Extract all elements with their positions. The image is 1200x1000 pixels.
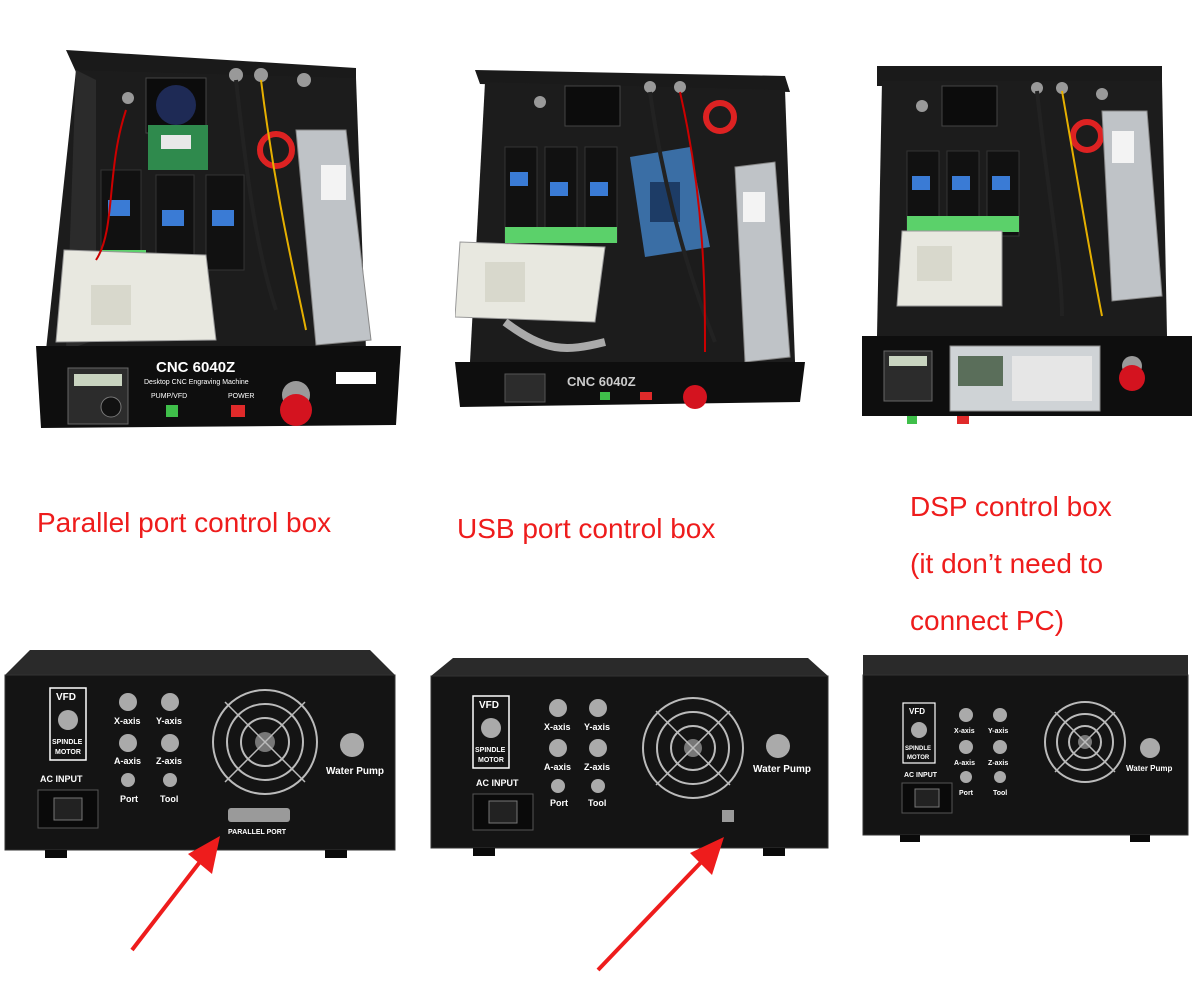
rear-y-axis-label: Y-axis (156, 716, 182, 726)
parallel-caption-text: Parallel port control box (37, 507, 332, 538)
usb-rear-vfd-label: VFD (479, 700, 499, 711)
dsp-caption-line3: connect PC) (910, 605, 1065, 636)
usb-box-rear-photo: VFD SPINDLE MOTOR X-axis Y-axis A-axis Z… (428, 658, 830, 858)
usb-rear-ac-input-label: AC INPUT (476, 778, 519, 788)
dsp-rear-ac-input-label: AC INPUT (904, 772, 938, 779)
dsp-caption-line2: (it don’t need to (910, 548, 1104, 579)
dsp-box-rear-photo: VFD SPINDLE MOTOR X-axis Y-axis A-axis Z… (860, 655, 1192, 845)
usb-arrowhead-icon (690, 837, 724, 875)
rear-ac-input-label: AC INPUT (40, 774, 83, 784)
rear-a-axis-label: A-axis (114, 756, 141, 766)
usb-rear-tool-label: Tool (588, 798, 606, 808)
usb-front-model-label: CNC 6040Z (567, 374, 636, 389)
front-subtitle-label: Desktop CNC Engraving Machine (144, 379, 249, 386)
rear-tool-label: Tool (160, 794, 178, 804)
dsp-box-interior-photo (862, 66, 1192, 431)
usb-rear-x-axis-label: X-axis (544, 722, 571, 732)
usb-rear-a-axis-label: A-axis (544, 762, 571, 772)
rear-x-axis-label: X-axis (114, 716, 141, 726)
usb-arrow-shaft (596, 853, 710, 972)
dsp-rear-tool-label: Tool (993, 790, 1007, 797)
dsp-box-caption: DSP control box (it don’t need to connec… (910, 478, 1112, 649)
dsp-rear-y-axis-label: Y-axis (988, 728, 1008, 735)
rear-spindle-label: SPINDLE (52, 739, 83, 746)
parallel-box-caption: Parallel port control box (37, 501, 331, 545)
usb-box-caption: USB port control box (457, 507, 715, 551)
dsp-rear-spindle-label: SPINDLE (905, 746, 931, 752)
dsp-rear-water-pump-label: Water Pump (1126, 764, 1172, 773)
rear-motor-label: MOTOR (55, 749, 81, 756)
front-model-label: CNC 6040Z (156, 359, 235, 376)
rear-port-label: Port (120, 794, 138, 804)
usb-box-interior-photo: CNC 6040Z (455, 62, 810, 417)
parallel-arrowhead-icon (188, 836, 220, 874)
usb-rear-z-axis-label: Z-axis (584, 762, 610, 772)
rear-parallel-port-label: PARALLEL PORT (228, 829, 287, 836)
dsp-rear-z-axis-label: Z-axis (988, 760, 1008, 767)
dsp-rear-a-axis-label: A-axis (954, 760, 975, 767)
usb-rear-water-pump-label: Water Pump (753, 764, 811, 775)
usb-port-arrow (596, 837, 724, 972)
parallel-arrow-shaft (130, 852, 208, 952)
front-power-label: POWER (228, 393, 254, 400)
dsp-rear-motor-label: MOTOR (907, 755, 930, 761)
rear-z-axis-label: Z-axis (156, 756, 182, 766)
front-pump-label: PUMP/VFD (151, 393, 187, 400)
rear-vfd-label: VFD (56, 692, 76, 703)
usb-caption-text: USB port control box (457, 513, 716, 544)
usb-rear-spindle-label: SPINDLE (475, 747, 506, 754)
dsp-rear-x-axis-label: X-axis (954, 728, 975, 735)
dsp-rear-vfd-label: VFD (909, 707, 925, 716)
parallel-box-interior-photo: CNC 6040Z Desktop CNC Engraving Machine … (36, 50, 406, 430)
dsp-caption-line1: DSP control box (910, 491, 1112, 522)
usb-rear-motor-label: MOTOR (478, 757, 504, 764)
usb-rear-y-axis-label: Y-axis (584, 722, 610, 732)
dsp-rear-port-label: Port (959, 790, 974, 797)
parallel-port-arrow (130, 836, 220, 952)
rear-water-pump-label: Water Pump (326, 766, 384, 777)
parallel-box-rear-photo: VFD SPINDLE MOTOR X-axis Y-axis A-axis Z… (0, 650, 400, 870)
usb-rear-port-label: Port (550, 798, 568, 808)
